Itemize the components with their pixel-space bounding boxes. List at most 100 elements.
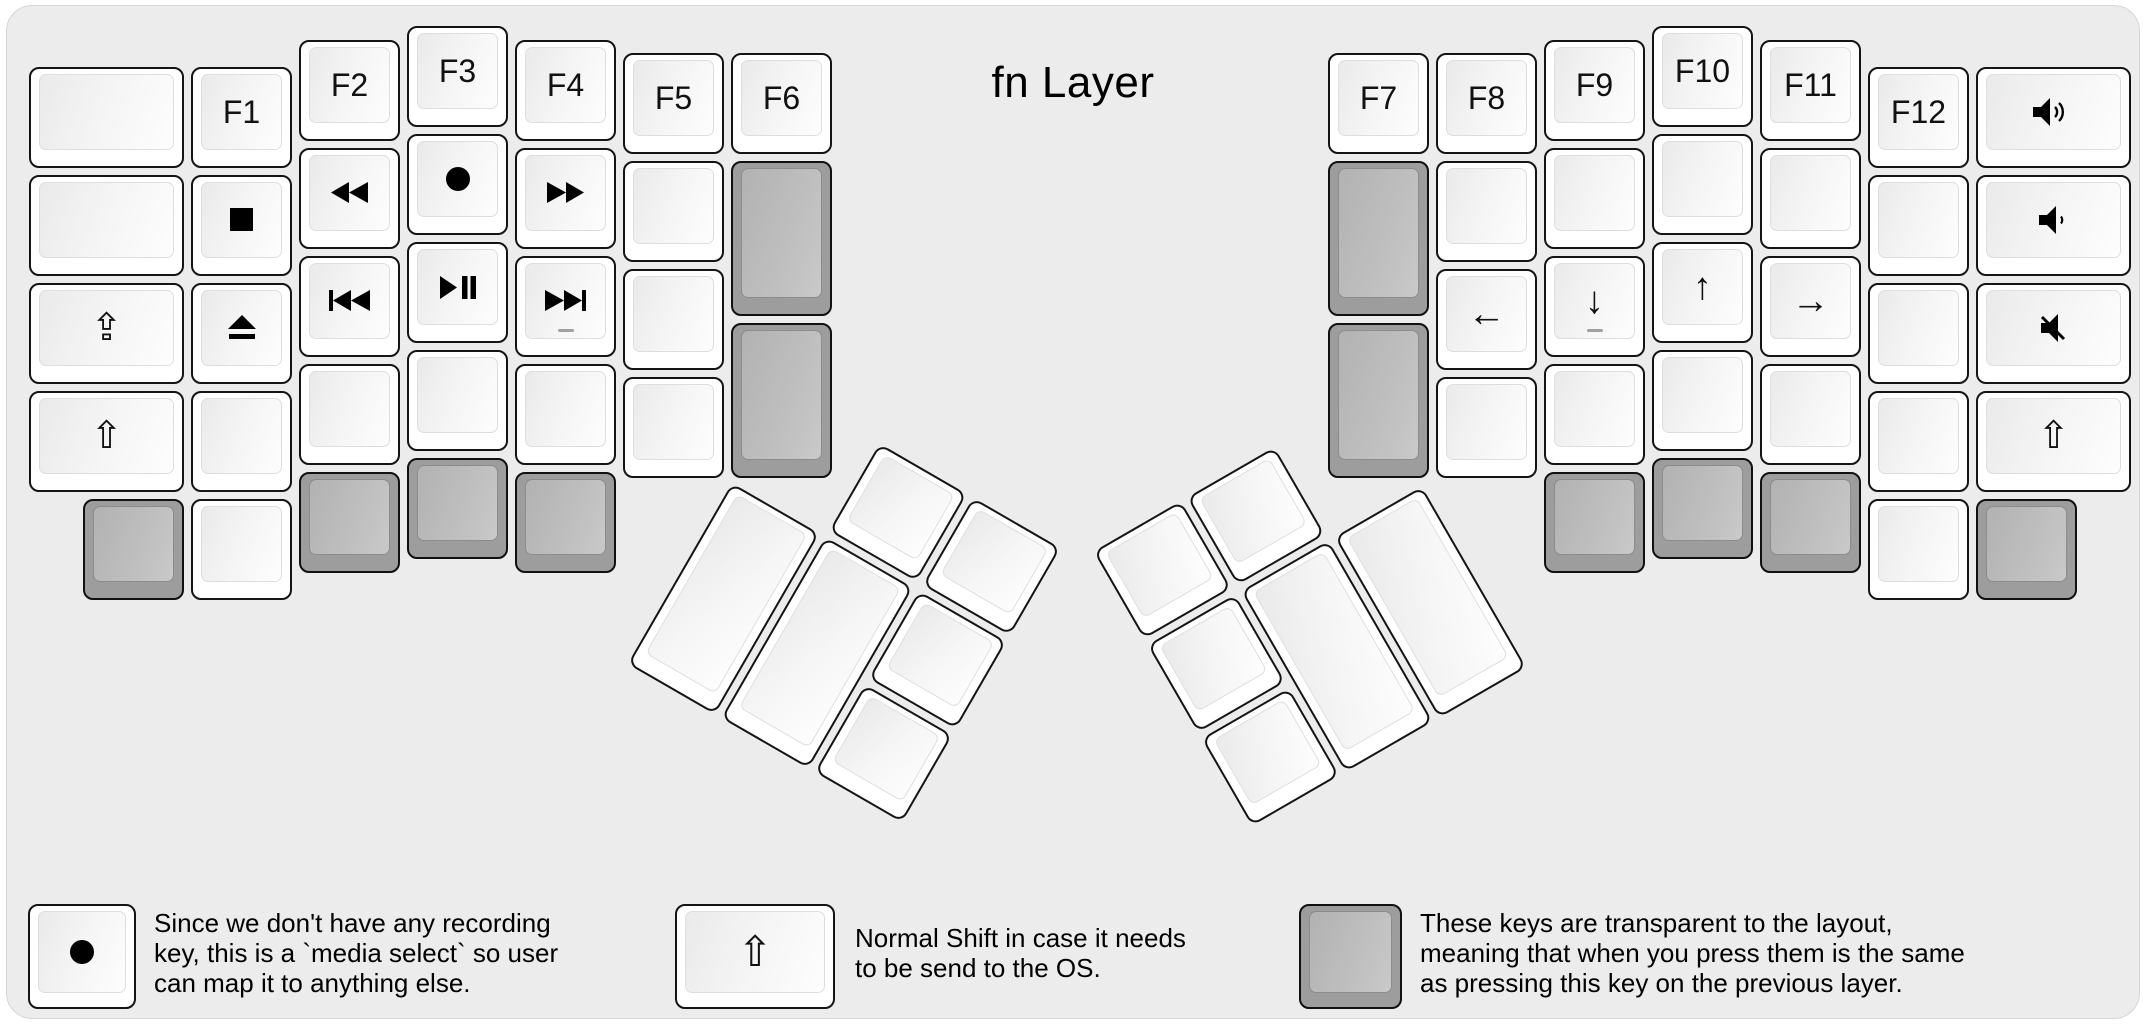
f4-key[interactable]: F4 <box>515 39 616 141</box>
keycap-top <box>417 465 498 541</box>
transparent-key[interactable] <box>1544 471 1645 573</box>
blank-key[interactable] <box>623 269 724 370</box>
transparent-key[interactable] <box>1976 498 2077 600</box>
keycap-top <box>417 249 498 325</box>
blank-key[interactable] <box>191 390 292 492</box>
transparent-key[interactable] <box>731 323 832 478</box>
caps-lock-key[interactable]: ⇪ <box>29 282 184 384</box>
next-track-icon <box>545 290 586 311</box>
f5-key[interactable]: F5 <box>623 53 724 154</box>
keycap-top <box>1986 289 2121 366</box>
blank-key[interactable] <box>1868 174 1969 276</box>
transparent-key[interactable] <box>1760 471 1861 573</box>
blank-key[interactable] <box>1436 161 1537 262</box>
fast-forward-icon <box>547 182 584 203</box>
blank-key[interactable] <box>29 174 184 276</box>
shift-key[interactable]: ⇧ <box>1976 390 2131 492</box>
keycap-top <box>1878 505 1959 582</box>
prev-track-icon <box>329 290 370 311</box>
volume-down-key[interactable] <box>1976 174 2131 276</box>
down-arrow-key[interactable]: ↓ <box>1544 255 1645 357</box>
up-arrow-key[interactable]: ↑ <box>1652 242 1753 343</box>
transparent-key[interactable] <box>407 458 508 559</box>
left-arrow-key[interactable]: ← <box>1436 269 1537 370</box>
shift-glyph: ⇧ <box>737 928 773 975</box>
keycap-top <box>1770 370 1851 447</box>
shift-example-key[interactable]: ⇧ <box>675 904 835 1009</box>
transparent-key[interactable] <box>1328 323 1429 478</box>
homing-bar <box>1586 328 1603 332</box>
blank-key[interactable] <box>1868 498 1969 600</box>
keycap-top <box>1986 181 2121 258</box>
volume-up-key[interactable] <box>1976 66 2131 168</box>
f9-key[interactable]: F9 <box>1544 39 1645 141</box>
previous-track-key[interactable] <box>299 255 400 357</box>
blank-key[interactable] <box>1652 350 1753 451</box>
stop-key[interactable] <box>191 174 292 276</box>
keycap-top <box>309 262 390 339</box>
transparent-key[interactable] <box>1328 161 1429 316</box>
blank-key[interactable] <box>299 363 400 465</box>
keycap-top <box>417 357 498 433</box>
blank-key[interactable] <box>623 161 724 262</box>
keycap-top <box>1105 512 1214 619</box>
blank-key[interactable] <box>1652 134 1753 235</box>
transparent-key[interactable] <box>731 161 832 316</box>
blank-key[interactable] <box>1544 147 1645 249</box>
keycap-top: ↓ <box>1554 262 1635 339</box>
homing-bar <box>557 328 574 332</box>
transparent-example-key[interactable] <box>1299 904 1402 1009</box>
keycap-top <box>741 330 822 460</box>
keycap-top <box>309 370 390 447</box>
volume-down-icon <box>2033 205 2075 234</box>
keycap-top <box>39 181 174 258</box>
blank-key[interactable] <box>407 350 508 451</box>
keycap-top: ⇧ <box>39 397 174 474</box>
right-arrow-key[interactable]: → <box>1760 255 1861 357</box>
f10-key[interactable]: F10 <box>1652 26 1753 127</box>
media-select-key[interactable] <box>407 134 508 235</box>
blank-key[interactable] <box>29 66 184 168</box>
f1-key[interactable]: F1 <box>191 66 292 168</box>
rewind-key[interactable] <box>299 147 400 249</box>
blank-key[interactable] <box>1868 390 1969 492</box>
volume-mute-icon <box>2033 313 2075 342</box>
blank-key[interactable] <box>1436 377 1537 478</box>
blank-key[interactable] <box>1760 363 1861 465</box>
next-track-key[interactable] <box>515 255 616 357</box>
fast-forward-key[interactable] <box>515 147 616 249</box>
f3-key-label: F3 <box>438 53 477 89</box>
keycap-top <box>1662 465 1743 541</box>
transparent-key[interactable] <box>299 471 400 573</box>
blank-key[interactable] <box>191 498 292 600</box>
transparent-key[interactable] <box>83 498 184 600</box>
keycap-top: F10 <box>1662 33 1743 109</box>
f3-key[interactable]: F3 <box>407 26 508 127</box>
blank-key[interactable] <box>1760 147 1861 249</box>
keycap-top <box>1199 458 1308 565</box>
f4-key-label: F4 <box>546 66 585 103</box>
f6-key[interactable]: F6 <box>731 53 832 154</box>
f2-key[interactable]: F2 <box>299 39 400 141</box>
eject-key[interactable] <box>191 282 292 384</box>
legend-normal-shift: ⇧ Normal Shift in case it needs to be se… <box>675 904 1186 1009</box>
keycap-top <box>201 397 282 474</box>
f8-key[interactable]: F8 <box>1436 53 1537 154</box>
transparent-key[interactable] <box>1652 458 1753 559</box>
f12-key[interactable]: F12 <box>1868 66 1969 168</box>
keycap-top <box>1878 181 1959 258</box>
blank-key[interactable] <box>1544 363 1645 465</box>
blank-key[interactable] <box>515 363 616 465</box>
f7-key[interactable]: F7 <box>1328 53 1429 154</box>
transparent-key[interactable] <box>515 471 616 573</box>
f9-key-label: F9 <box>1575 66 1614 103</box>
record-example-key[interactable] <box>28 904 136 1009</box>
play-pause-key[interactable] <box>407 242 508 343</box>
blank-key[interactable] <box>623 377 724 478</box>
keycap-top <box>1770 154 1851 231</box>
shift-key[interactable]: ⇧ <box>29 390 184 492</box>
f11-key[interactable]: F11 <box>1760 39 1861 141</box>
mute-key[interactable] <box>1976 282 2131 384</box>
blank-key[interactable] <box>1868 282 1969 384</box>
